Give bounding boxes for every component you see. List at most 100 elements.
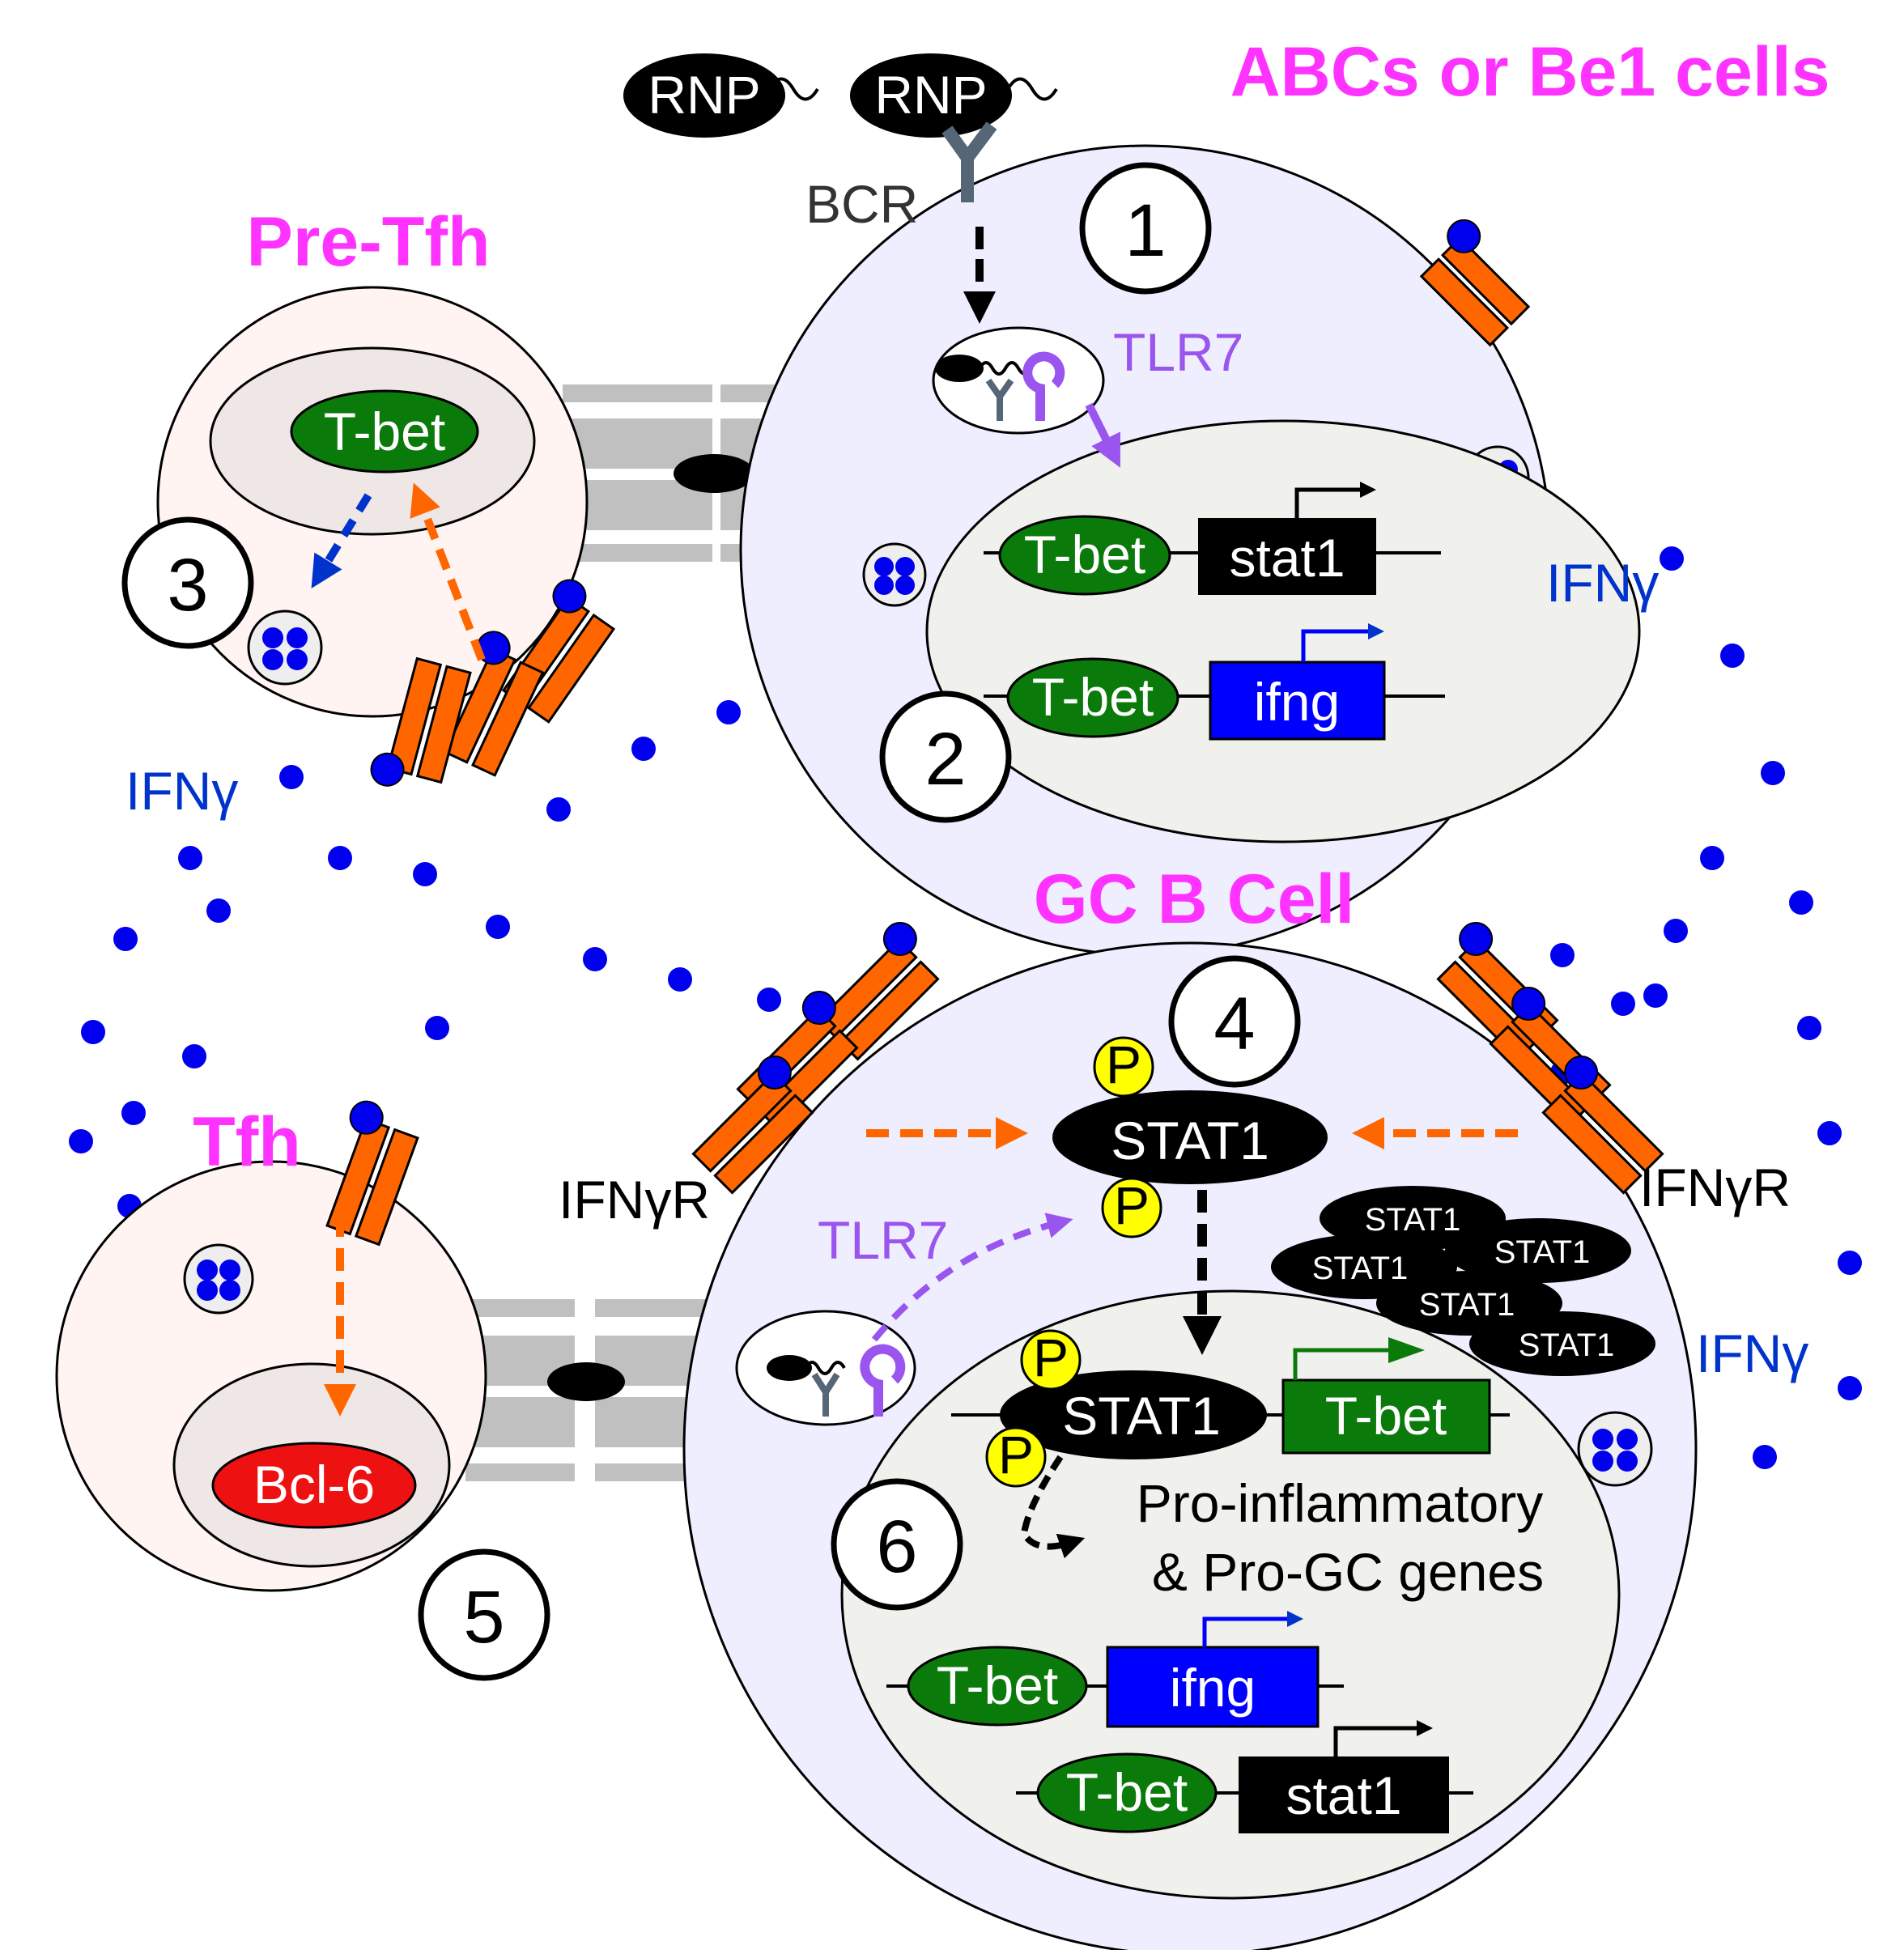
tbet-protein xyxy=(290,389,479,474)
ifng-molecule xyxy=(1838,1376,1862,1400)
ifng-molecule xyxy=(716,700,741,724)
ifngr-receptors xyxy=(325,579,1664,1247)
step-5-marker: 5 xyxy=(418,1548,550,1681)
step-3-marker: 3 xyxy=(121,516,254,649)
step-number: 3 xyxy=(167,544,208,627)
step-2-marker: 2 xyxy=(879,690,1012,823)
text-labels: ABCs or Be1 cells Pre-Tfh GC B Cell Tfh … xyxy=(125,33,1830,1383)
ifng-gene xyxy=(1209,661,1386,741)
ifng-molecule xyxy=(1838,1251,1862,1275)
rnp-label: RNP xyxy=(874,65,987,125)
target-genes-label: & Pro-GC genes xyxy=(1152,1542,1544,1602)
step-number: 4 xyxy=(1213,983,1255,1065)
tbet-protein xyxy=(998,515,1171,596)
stat1-protein-label: STAT1 xyxy=(1419,1287,1515,1323)
tfh-bcl6: Bcl-6 xyxy=(211,1442,417,1529)
ifng-gene-label: ifng xyxy=(1170,1658,1256,1718)
ifng-molecule xyxy=(1753,1445,1777,1469)
tbet-label: T-bet xyxy=(937,1655,1058,1715)
tlr7-label: TLR7 xyxy=(818,1210,948,1270)
ifng-molecule xyxy=(1761,761,1785,785)
ifngr-receptor xyxy=(370,656,472,787)
tbet-protein xyxy=(1036,1752,1218,1833)
step-1-marker: 1 xyxy=(1079,162,1212,295)
ifng-label: IFNγ xyxy=(1696,1323,1808,1383)
ifng-molecule xyxy=(425,1016,449,1040)
stat1-gene xyxy=(1198,518,1376,595)
tbet-gene xyxy=(1281,1378,1491,1455)
transcription-arrow xyxy=(1202,1611,1303,1647)
step-6-marker: 6 xyxy=(831,1478,963,1611)
stat1-protein-label: STAT1 xyxy=(1519,1327,1615,1363)
ifng-molecule xyxy=(1789,890,1813,915)
transcription-arrow xyxy=(1294,482,1376,518)
tbet-label: T-bet xyxy=(1024,525,1145,584)
abc-cell-title: ABCs or Be1 cells xyxy=(1230,33,1830,111)
phosphate-label: P xyxy=(1114,1175,1150,1235)
ifng-gene xyxy=(1106,1646,1320,1728)
phosphate-label: P xyxy=(1106,1034,1141,1094)
ifngr-receptor xyxy=(736,991,859,1130)
cytokine-vesicle xyxy=(862,542,927,607)
ifngr-receptor xyxy=(1541,1056,1664,1195)
bcl6-label: Bcl-6 xyxy=(253,1455,375,1514)
cytokine-vesicle xyxy=(183,1243,254,1315)
mhc-tcr-complex-dot xyxy=(547,1362,625,1401)
stat1-protein-label: STAT1 xyxy=(1494,1234,1591,1270)
ifngr-receptor xyxy=(325,1100,419,1247)
stat1-protein xyxy=(1052,1090,1328,1184)
tfh-cell xyxy=(55,1160,487,1592)
ifng-molecule xyxy=(178,846,202,870)
ifng-cytokine-dots xyxy=(69,506,1862,1469)
ifng-molecule xyxy=(1797,1016,1821,1040)
ifng-molecule xyxy=(182,1044,206,1068)
bcr-icon xyxy=(941,121,997,202)
ifngr-receptor xyxy=(1419,219,1531,347)
abc-nucleus xyxy=(925,419,1641,843)
tfh-title: Tfh xyxy=(193,1103,301,1181)
ifng-molecule xyxy=(1817,1121,1842,1145)
stat1-gene-label: stat1 xyxy=(1229,528,1345,588)
ifngr-receptor xyxy=(443,631,545,777)
step-number: 5 xyxy=(463,1576,504,1659)
immune-synapse-bottom xyxy=(465,1299,708,1481)
transcription-arrow xyxy=(1301,623,1384,662)
pre-tfh-title: Pre-Tfh xyxy=(247,203,491,281)
phosphate-marker xyxy=(985,1426,1047,1488)
phosphate-marker xyxy=(1101,1177,1162,1238)
bcl6-protein xyxy=(211,1442,417,1529)
ifng-molecule xyxy=(1550,943,1575,967)
cytokine-vesicle xyxy=(247,610,323,686)
transcription-arrow xyxy=(1293,1348,1405,1380)
ifng-molecule xyxy=(583,947,607,971)
ifng-molecule xyxy=(486,915,510,939)
step-4-marker: 4 xyxy=(1168,955,1301,1088)
ifng-molecule xyxy=(757,988,781,1012)
gc-b-cell-title: GC B Cell xyxy=(1034,860,1355,938)
phosphate-label: P xyxy=(1033,1327,1069,1387)
ifng-molecule xyxy=(113,927,138,951)
tbet-label: T-bet xyxy=(1032,667,1154,727)
signal-arrows xyxy=(311,227,1518,1559)
tbet-protein xyxy=(1006,657,1179,738)
rnp-label: RNP xyxy=(648,65,760,125)
endosome xyxy=(735,1310,916,1426)
stat1-protein-label: STAT1 xyxy=(1062,1386,1221,1446)
ifng-molecule xyxy=(546,797,571,822)
stat1-protein-label: STAT1 xyxy=(1111,1111,1269,1170)
tbet-gene-label: T-bet xyxy=(1325,1386,1447,1446)
ifng-molecule xyxy=(1720,644,1745,668)
ifngr-receptor xyxy=(691,1056,814,1195)
stat1-protein-label: STAT1 xyxy=(1365,1202,1461,1238)
ifng-molecule xyxy=(668,967,692,992)
stat1-protein xyxy=(1000,1370,1267,1459)
phosphate-label: P xyxy=(998,1425,1034,1485)
ifng-molecule xyxy=(69,1129,93,1153)
abc-gene-loci: T-bet stat1 T-bet ifng xyxy=(984,482,1445,741)
transcription-arrow xyxy=(1333,1720,1433,1756)
rnp-particle xyxy=(623,53,785,138)
tlr7-label: TLR7 xyxy=(1113,322,1243,382)
ifng-label: IFNγ xyxy=(1546,553,1659,613)
